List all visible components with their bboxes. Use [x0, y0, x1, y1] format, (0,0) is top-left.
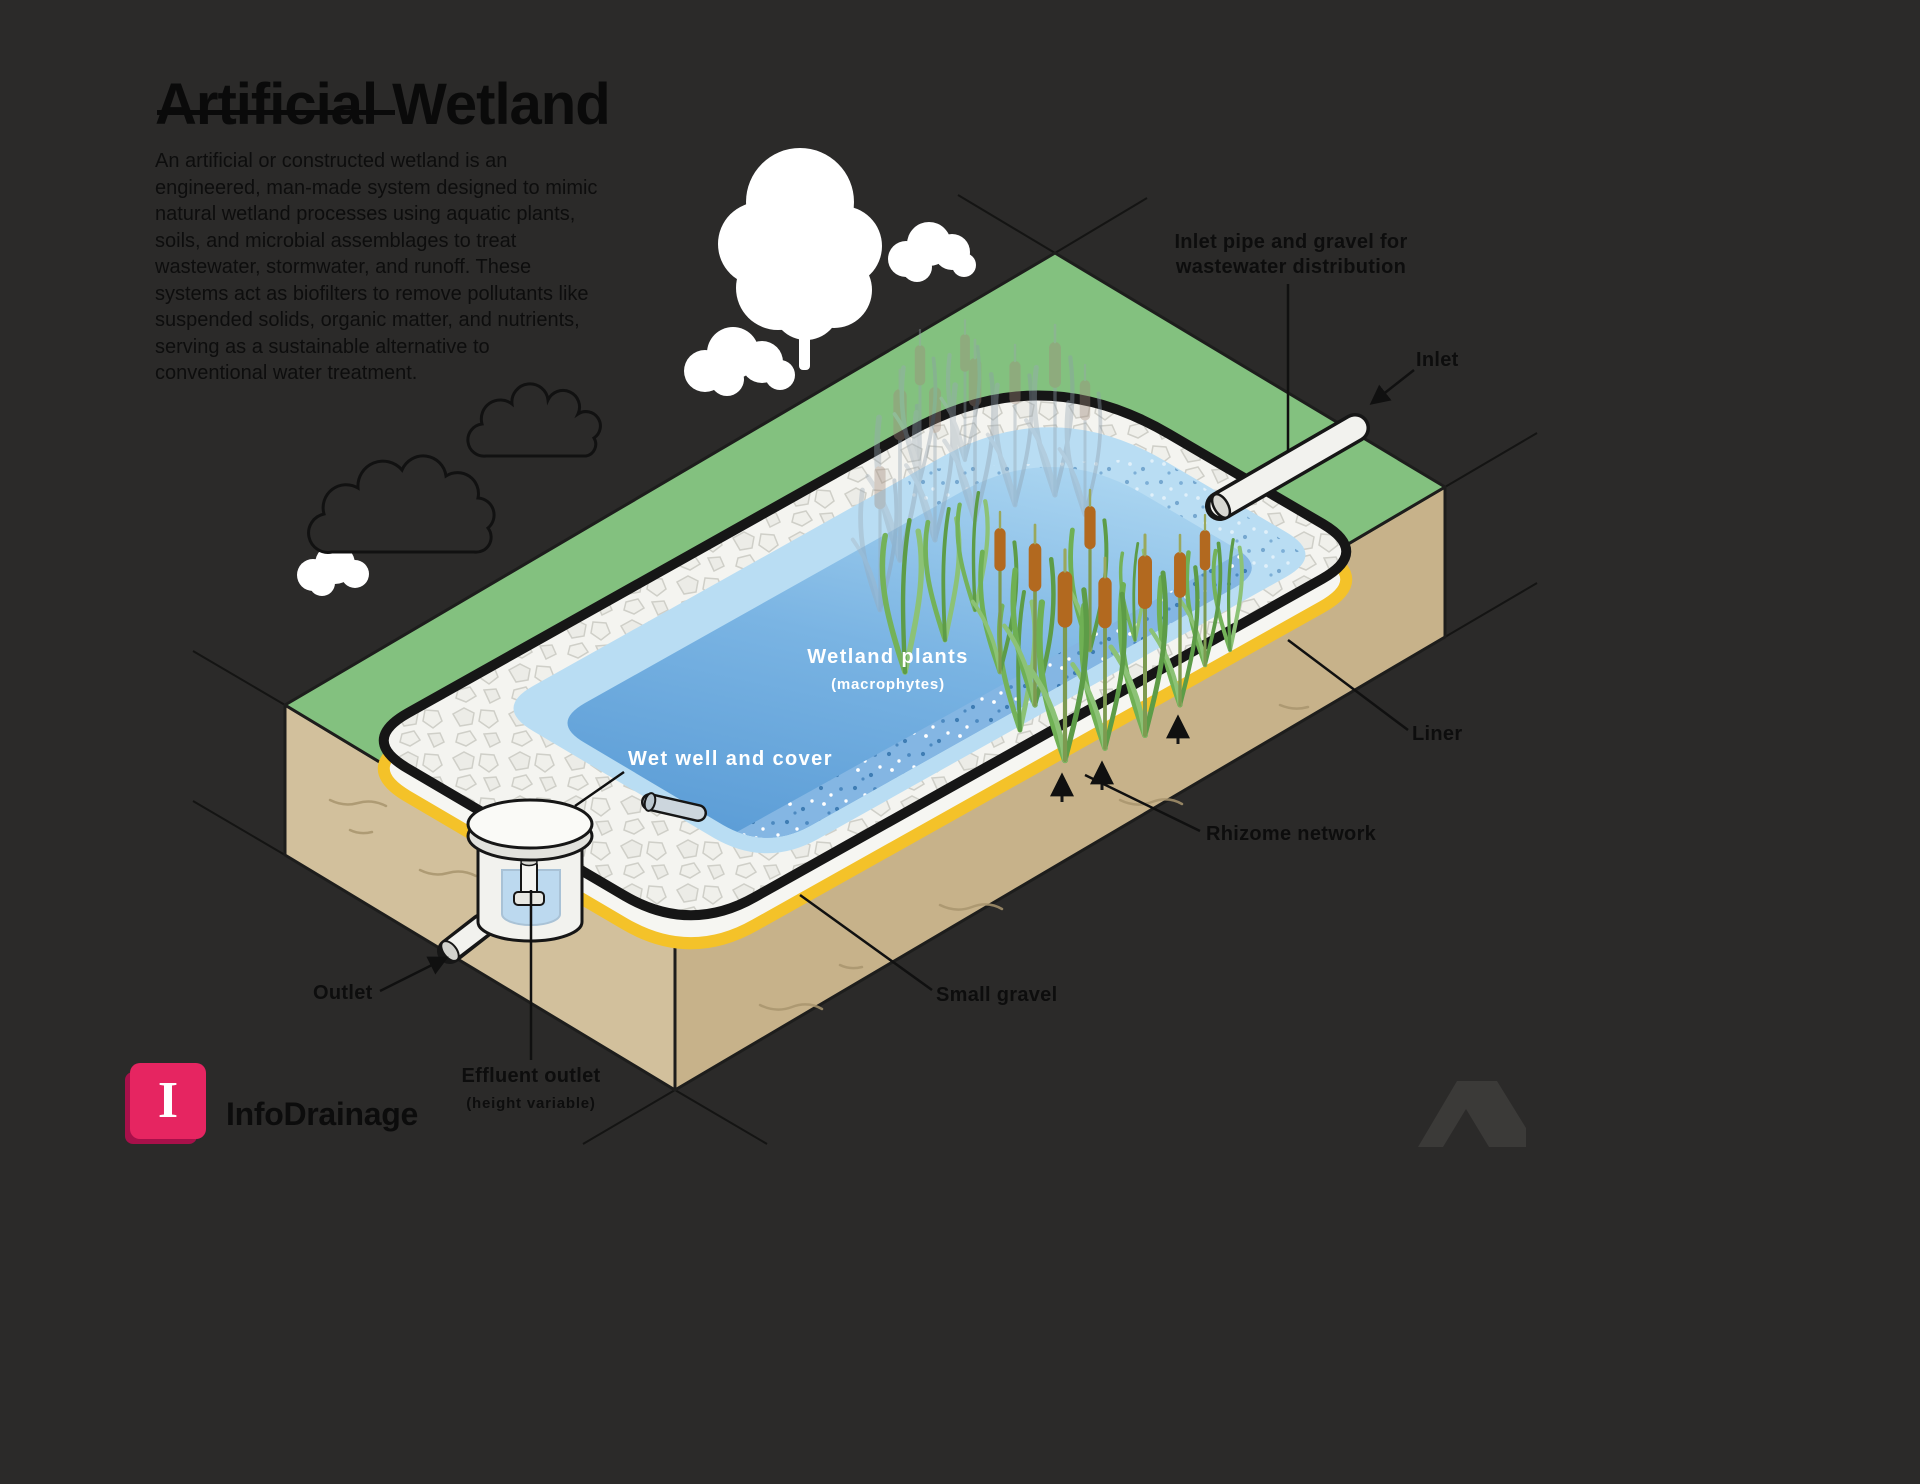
- label-rhizome-network: Rhizome network: [1206, 823, 1377, 845]
- product-name: InfoDrainage: [226, 1096, 418, 1132]
- label-inlet: Inlet: [1416, 349, 1459, 371]
- connector-rhizome: [1084, 773, 1201, 833]
- description-text: An artificial or constructed wetland is …: [155, 150, 598, 384]
- label-liner: Liner: [1412, 723, 1463, 745]
- label-wet-well: Wet well and cover: [628, 748, 833, 770]
- connector-liner: [1287, 639, 1409, 731]
- connector-lines: [379, 284, 1415, 1060]
- cloud-solid-mid: [684, 327, 795, 396]
- label-outlet: Outlet: [313, 982, 373, 1004]
- label-wetland-plants-main: Wetland plants: [807, 646, 969, 668]
- effluent-elbow: [513, 891, 545, 906]
- label-wetland-plants: Wetland plants (macrophytes): [768, 645, 1008, 697]
- connector-outlet-arrow: [379, 956, 449, 993]
- label-effluent-outlet-sub: (height variable): [466, 1095, 596, 1112]
- label-wetland-plants-sub: (macrophytes): [831, 676, 945, 693]
- page-title: Artificial Wetland: [155, 71, 611, 137]
- soil-texture: [328, 703, 1310, 1011]
- inlet-pipe: [1205, 413, 1370, 521]
- tree: [718, 148, 882, 370]
- distribution-pipe-stub: [641, 792, 707, 822]
- cloud-outline-large: [307, 454, 496, 554]
- cloud-outline-small: [466, 382, 602, 458]
- title-underline: [157, 110, 395, 115]
- cloud-solid-left: [297, 544, 369, 596]
- connector-wet-well: [574, 770, 625, 808]
- label-effluent-outlet: Effluent outlet (height variable): [421, 1064, 641, 1116]
- autodesk-a-mark: [1418, 1081, 1526, 1147]
- infodrainage-logo-letter: I: [157, 1072, 179, 1129]
- label-inlet-pipe-gravel: Inlet pipe and gravel for wastewater dis…: [1174, 231, 1408, 278]
- infodrainage-logo: I: [130, 1063, 206, 1139]
- label-effluent-outlet-main: Effluent outlet: [461, 1065, 601, 1087]
- label-small-gravel: Small gravel: [936, 984, 1058, 1006]
- well-cover-top: [466, 798, 594, 850]
- rhizome-arrows: [1050, 714, 1190, 802]
- isometric-guide-lines: [192, 194, 1538, 1145]
- connector-small-gravel: [799, 893, 933, 992]
- effluent-riser-pipe: [520, 861, 538, 897]
- connector-inlet-arrow: [1369, 369, 1415, 405]
- cloud-solid-right: [888, 222, 976, 282]
